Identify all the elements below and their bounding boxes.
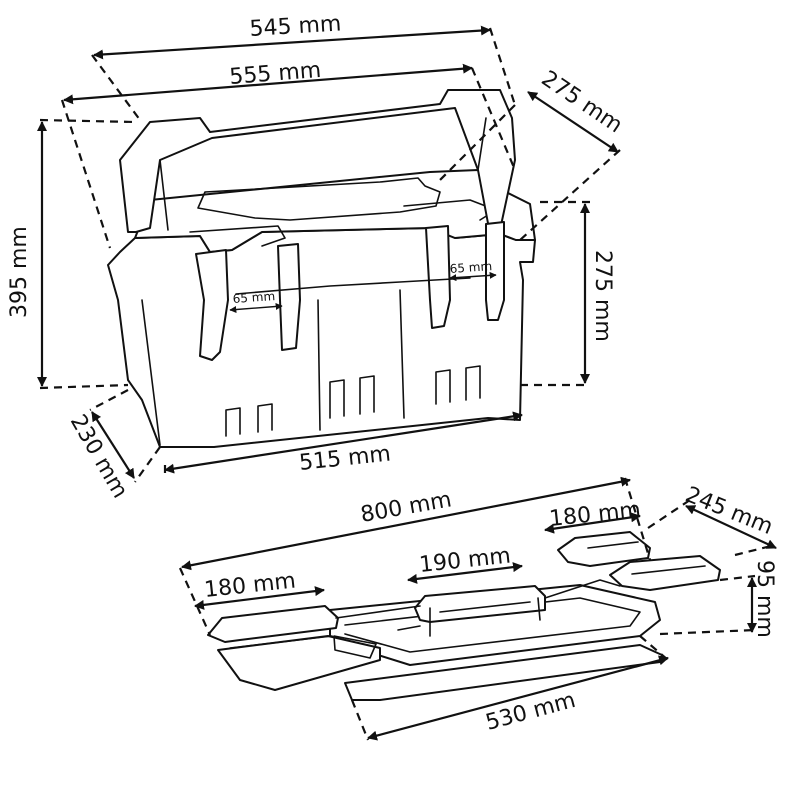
left-latch — [195, 249, 229, 361]
tray-right-lower — [609, 555, 721, 591]
foot-slot-3 — [329, 379, 345, 419]
label-800: 800 mm — [359, 487, 454, 528]
tray-drawing — [207, 531, 721, 701]
label-245: 245 mm — [682, 482, 777, 540]
dim-arrow-latch-right — [449, 271, 497, 282]
label-555: 555 mm — [229, 58, 323, 90]
dim-arrow-190 — [407, 562, 523, 584]
body-groove-3 — [141, 299, 161, 446]
tray-left-divider — [229, 635, 333, 649]
tray-center-divider-2 — [537, 597, 541, 621]
foot-slot-4 — [359, 375, 375, 415]
dim-arrow-latch-left — [229, 302, 283, 314]
toolbox-extension-lines — [39, 27, 621, 483]
toolbox-drawing — [107, 89, 536, 448]
dim-arrow-230 — [91, 411, 135, 479]
body-groove-1 — [317, 299, 321, 431]
handle-inner-line-right — [477, 117, 487, 171]
dim-arrow-180-right — [544, 512, 641, 534]
foot-slot-6 — [465, 365, 481, 401]
body-groove-4 — [235, 277, 471, 295]
dim-arrow-800 — [181, 476, 631, 571]
handle-inner-line — [159, 159, 169, 231]
tray-dimension-arrows — [181, 476, 777, 741]
dim-arrow-530 — [367, 655, 669, 741]
lid-recess — [197, 177, 441, 221]
label-275-side: 275 mm — [590, 250, 615, 342]
label-latch-right: 65 mm — [449, 259, 492, 276]
foot-slot-5 — [435, 369, 451, 405]
label-95: 95 mm — [752, 560, 777, 638]
tray-connector-right — [544, 579, 621, 599]
tray-left-compartment — [207, 605, 339, 643]
dim-arrow-515 — [164, 411, 523, 474]
label-latch-left: 65 mm — [232, 289, 275, 306]
tray-center-compartment — [414, 585, 546, 623]
body-groove-2 — [399, 289, 405, 419]
right-latch-2 — [485, 221, 505, 321]
tray-right-lower-inner — [631, 565, 706, 575]
tray-center-handle — [439, 601, 531, 613]
toolbox-dimension-arrows — [37, 25, 619, 479]
label-395: 395 mm — [7, 226, 32, 318]
dim-arrow-555 — [63, 63, 473, 105]
tray-connector-hinge — [397, 625, 421, 631]
dim-arrow-180-left — [194, 586, 325, 610]
dim-arrow-245 — [685, 505, 777, 549]
lid-inner-line — [189, 225, 286, 247]
dim-arrow-275-top — [527, 91, 619, 153]
label-190: 190 mm — [418, 544, 512, 578]
tray-connector-left — [335, 605, 421, 619]
left-latch-2 — [277, 243, 301, 351]
label-545: 545 mm — [249, 11, 342, 42]
dim-arrow-545 — [93, 25, 491, 60]
right-latch — [425, 225, 451, 329]
label-180-right: 180 mm — [548, 498, 642, 532]
label-180-left: 180 mm — [203, 569, 297, 603]
